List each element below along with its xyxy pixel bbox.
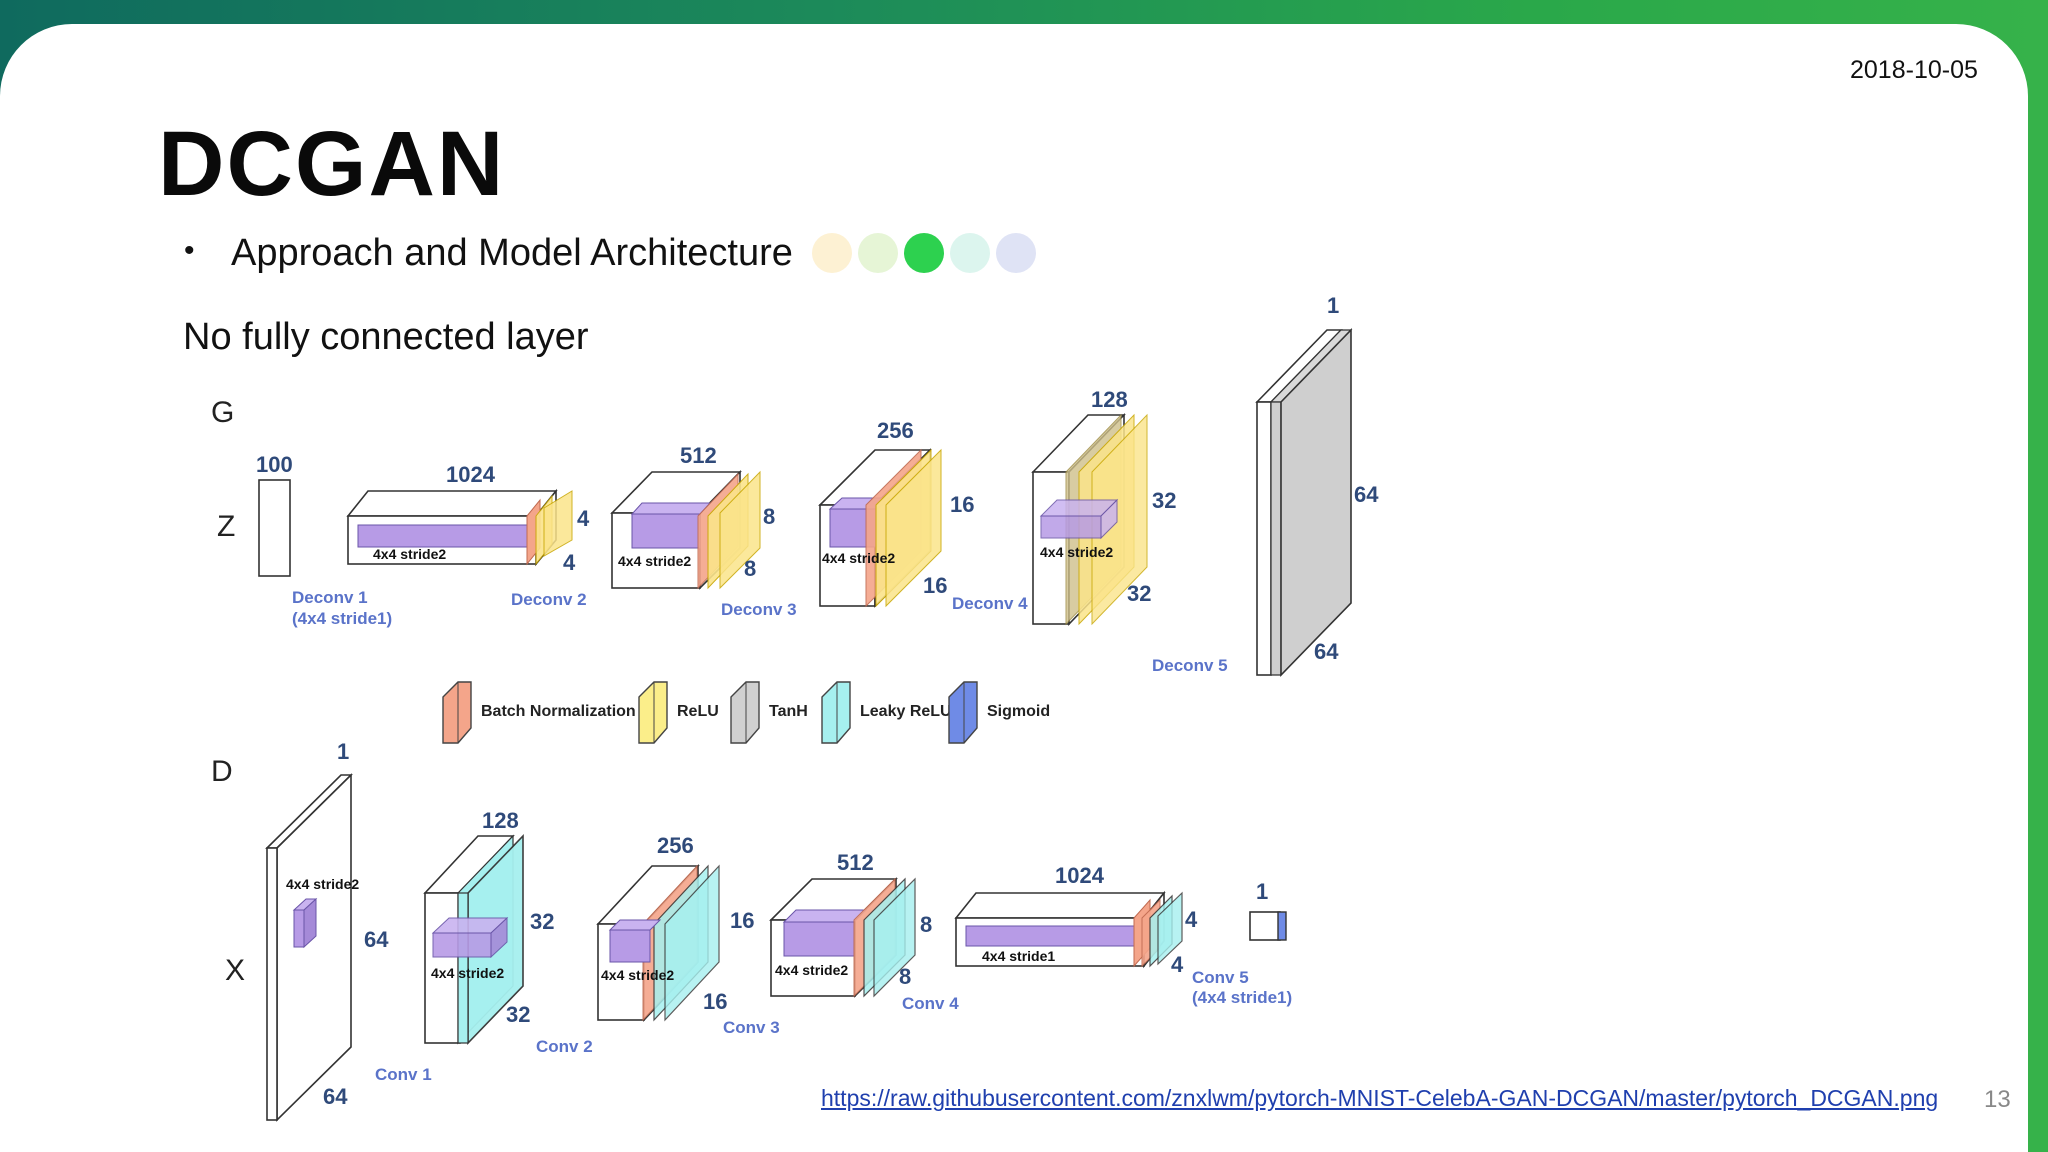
deconv1-block: [346, 488, 573, 567]
d-output-block: [1249, 911, 1287, 941]
conv5-channels: 1024: [1055, 863, 1105, 888]
slide-title: DCGAN: [158, 113, 506, 215]
conv3-size-b: 16: [703, 989, 727, 1014]
legend-label-batch-norm: Batch Normalization: [481, 703, 636, 720]
deconv5-size-b: 64: [1314, 639, 1339, 664]
deconv1-channels: 1024: [446, 462, 496, 487]
progress-dot: [812, 233, 852, 273]
generator-label: G: [211, 396, 234, 429]
legend-item-sigmoid: Sigmoid: [948, 681, 1050, 744]
conv4-block: [769, 877, 916, 998]
conv4-kernel: 4x4 stride2: [775, 962, 848, 978]
legend-label-leaky-relu: Leaky ReLU: [860, 703, 952, 720]
d-output-size: 1: [1256, 879, 1268, 904]
deconv3-size-a: 16: [950, 492, 974, 517]
deconv4-caption: Deconv 4: [952, 594, 1028, 613]
conv1-kernel: 4x4 stride2: [286, 876, 359, 892]
x-size-a: 64: [364, 927, 389, 952]
conv5-caption: Conv 5: [1192, 968, 1249, 987]
legend-label-sigmoid: Sigmoid: [987, 703, 1050, 720]
legend-label-relu: ReLU: [677, 703, 719, 720]
legend-item-tanh: TanH: [730, 681, 808, 744]
x-input-block: [265, 773, 353, 1122]
discriminator-label: D: [211, 755, 233, 788]
conv5-block: [954, 890, 1183, 969]
legend-label-tanh: TanH: [769, 703, 808, 720]
conv1-caption: Conv 1: [375, 1065, 432, 1084]
conv4-size-b: 8: [899, 964, 911, 989]
conv3-caption: Conv 3: [723, 1018, 780, 1037]
progress-dot: [996, 233, 1036, 273]
conv2-kernel: 4x4 stride2: [431, 965, 504, 981]
deconv1-caption: Deconv 1: [292, 588, 368, 607]
deconv3-block: [818, 448, 942, 608]
progress-dot: [950, 233, 990, 273]
deconv2-block: [610, 470, 761, 590]
deconv5-size-a: 64: [1354, 482, 1379, 507]
deconv2-caption: Deconv 2: [511, 590, 587, 609]
deconv5-block: [1255, 328, 1353, 677]
conv3-block: [596, 863, 720, 1023]
conv5-size-a: 4: [1185, 907, 1198, 932]
z-size-label: 100: [256, 452, 293, 477]
conv4-size-a: 8: [920, 912, 932, 937]
legend: Batch Normalization ReLU TanH Leaky ReLU…: [442, 681, 1050, 744]
deconv3-caption: Deconv 3: [721, 600, 797, 619]
deconv4-size-a: 32: [1152, 488, 1176, 513]
conv3-kernel: 4x4 stride2: [601, 967, 674, 983]
deconv2-channels: 512: [680, 443, 717, 468]
conv2-channels: 128: [482, 808, 519, 833]
deconv5-caption: Deconv 5: [1152, 656, 1228, 675]
deconv4-block: [1031, 413, 1148, 626]
deconv4-channels: 128: [1091, 387, 1128, 412]
x-channels: 1: [337, 739, 349, 764]
legend-item-leaky-relu: Leaky ReLU: [821, 681, 952, 744]
deconv1-note: (4x4 stride1): [292, 609, 392, 628]
progress-dot-active: [904, 233, 944, 273]
deconv2-size-a: 8: [763, 504, 775, 529]
deconv2-kernel: 4x4 stride2: [618, 553, 691, 569]
legend-item-batch-norm: Batch Normalization: [442, 681, 636, 744]
deconv5-channels: 1: [1327, 293, 1339, 318]
bullet-marker: •: [184, 234, 195, 267]
deconv3-size-b: 16: [923, 573, 947, 598]
conv5-note: (4x4 stride1): [1192, 988, 1292, 1007]
conv2-size-b: 32: [506, 1002, 530, 1027]
legend-item-relu: ReLU: [638, 681, 719, 744]
bullet-text: Approach and Model Architecture: [231, 232, 793, 274]
conv4-channels: 512: [837, 850, 874, 875]
slide-date: 2018-10-05: [1850, 56, 1978, 84]
conv2-size-a: 32: [530, 909, 554, 934]
deconv1-kernel: 4x4 stride2: [373, 546, 446, 562]
deconv4-kernel: 4x4 stride2: [1040, 544, 1113, 560]
conv2-caption: Conv 2: [536, 1037, 593, 1056]
conv4-caption: Conv 4: [902, 994, 959, 1013]
deconv1-size-a: 4: [577, 506, 590, 531]
deconv4-size-b: 32: [1127, 581, 1151, 606]
conv3-channels: 256: [657, 833, 694, 858]
deconv3-kernel: 4x4 stride2: [822, 550, 895, 566]
page-number: 13: [1984, 1086, 2011, 1113]
progress-dot: [858, 233, 898, 273]
conv5-size-b: 4: [1171, 952, 1184, 977]
deconv1-size-b: 4: [563, 550, 576, 575]
x-input-label: X: [225, 954, 245, 987]
z-input-label: Z: [217, 510, 235, 543]
conv5-kernel: 4x4 stride1: [982, 948, 1055, 964]
x-size-b: 64: [323, 1084, 348, 1109]
deconv2-size-b: 8: [744, 556, 756, 581]
conv2-block: [423, 834, 524, 1045]
deconv3-channels: 256: [877, 418, 914, 443]
conv3-size-a: 16: [730, 908, 754, 933]
source-link[interactable]: https://raw.githubusercontent.com/znxlwm…: [821, 1085, 1939, 1111]
subtitle: No fully connected layer: [183, 316, 589, 358]
z-vector: [258, 479, 291, 577]
